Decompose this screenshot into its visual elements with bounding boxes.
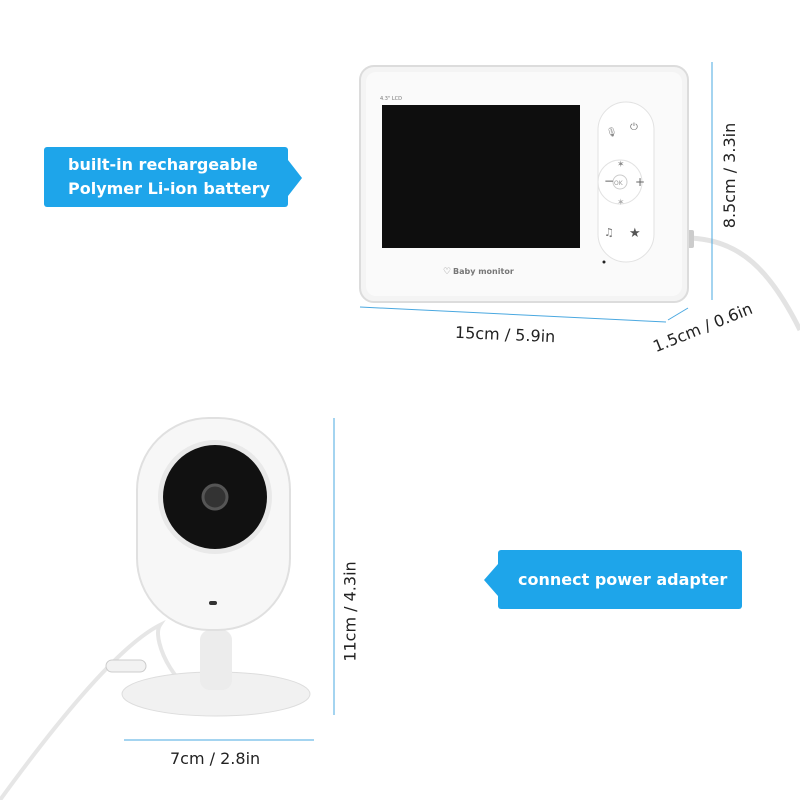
baby-monitor-device: OK − + ✶ ✶ ⏻ 🎙 ♫ ★ 4.3" LCD ♡ Baby monit… xyxy=(359,65,689,303)
monitor-screen xyxy=(382,105,580,248)
svg-text:+: + xyxy=(635,175,645,189)
svg-text:−: − xyxy=(604,174,614,188)
power-icon: ⏻ xyxy=(630,122,638,133)
music-icon: ♫ xyxy=(604,226,614,239)
lcd-label: 4.3" LCD xyxy=(380,96,402,102)
star-icon: ★ xyxy=(629,226,641,241)
battery-callout-line-1: built-in rechargeable xyxy=(68,155,258,174)
battery-callout: built-in rechargeable Polymer Li-ion bat… xyxy=(44,147,288,207)
heart-logo-icon: ♡ xyxy=(443,267,451,277)
svg-text:✶: ✶ xyxy=(617,160,625,170)
camera-height-label: 11cm / 4.3in xyxy=(340,561,360,662)
ok-button xyxy=(612,174,628,190)
svg-text:✶: ✶ xyxy=(617,198,625,208)
depth-dimension-line xyxy=(667,307,689,321)
camera-width-label: 7cm / 2.8in xyxy=(170,749,261,768)
ok-label: OK xyxy=(614,180,624,187)
brand-label: Baby monitor xyxy=(453,267,514,276)
power-callout: connect power adapter xyxy=(498,550,742,609)
monitor-height-label: 8.5cm / 3.3in xyxy=(720,122,740,229)
camera-lens xyxy=(201,483,229,511)
monitor-cable xyxy=(689,235,800,332)
battery-callout-line-2: Polymer Li-ion battery xyxy=(68,179,271,198)
width-dimension-line xyxy=(359,306,667,323)
mic-icon: 🎙 xyxy=(606,127,617,138)
baby-camera-device xyxy=(105,417,311,717)
